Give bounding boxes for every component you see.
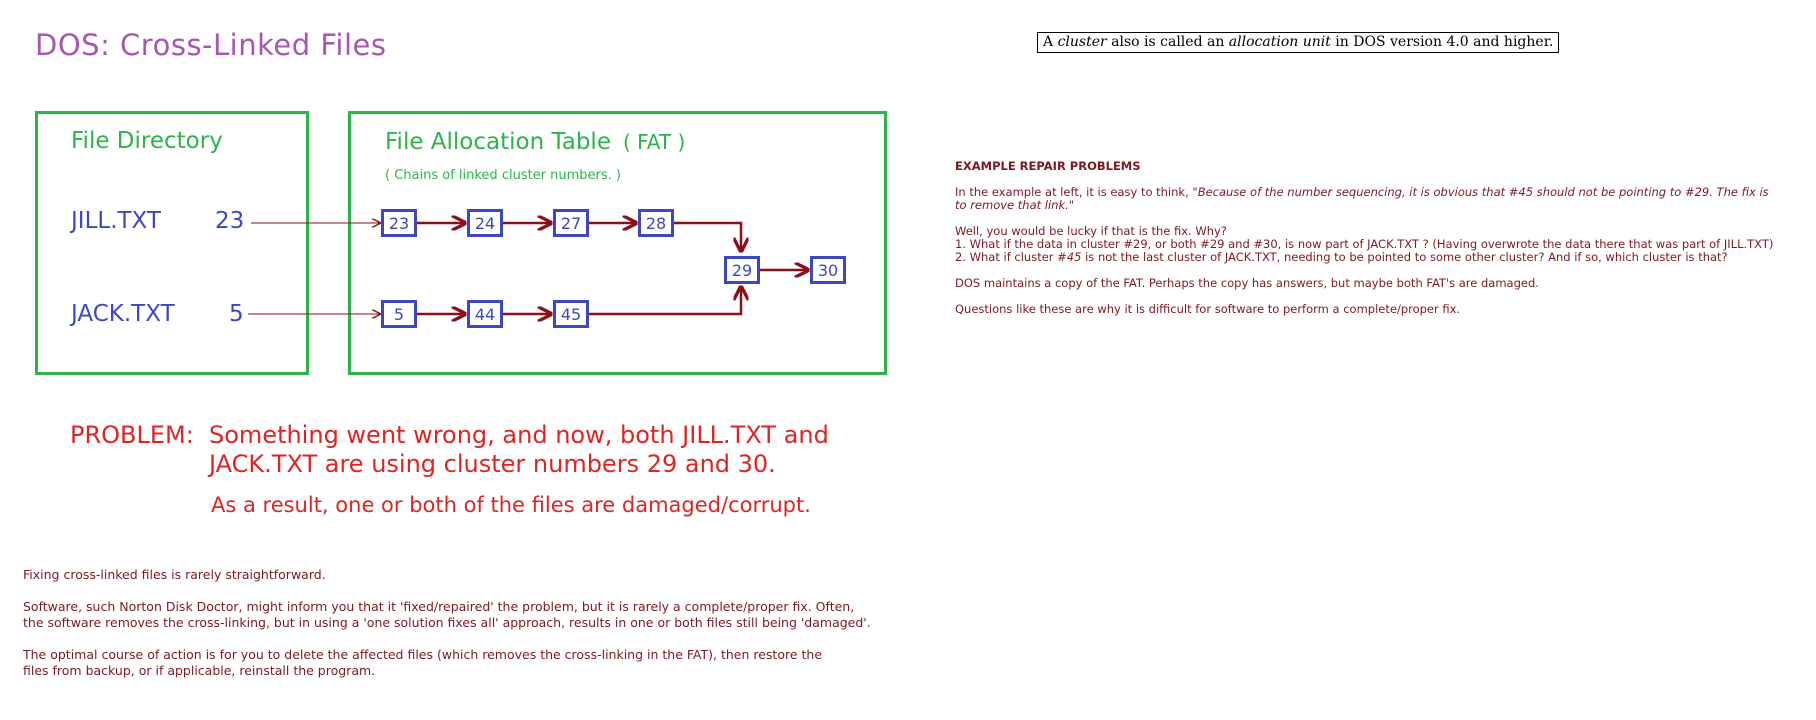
fix-paragraph-2: Software, such Norton Disk Doctor, might…: [23, 599, 943, 631]
page-title: DOS: Cross-Linked Files: [35, 28, 387, 62]
fat-title: File Allocation Table ( FAT ): [385, 129, 685, 155]
directory-file-jill-name: JILL.TXT: [71, 208, 161, 234]
examples-p2-line-2-italic: #45: [1057, 250, 1082, 264]
fat-subtitle: ( Chains of linked cluster numbers. ): [385, 168, 622, 183]
examples-p1-italic-a: Because of the number sequencing, it is …: [1197, 185, 1769, 199]
directory-file-jack-name: JACK.TXT: [71, 301, 175, 327]
examples-paragraph-1: In the example at left, it is easy to th…: [955, 186, 1800, 212]
cluster-28: 28: [638, 209, 674, 237]
examples-p1-prefix: In the example at left, it is easy to th…: [955, 185, 1198, 199]
note-suffix: in DOS version 4.0 and higher.: [1330, 34, 1554, 50]
note-middle: also is called an: [1106, 34, 1229, 50]
examples-paragraph-3: DOS maintains a copy of the FAT. Perhaps…: [955, 276, 1539, 290]
fix-paragraph-2-line-1: Software, such Norton Disk Doctor, might…: [23, 599, 855, 614]
problem-result: As a result, one or both of the files ar…: [211, 493, 811, 517]
examples-p2-line-2-suffix: is not the last cluster of JACK.TXT, nee…: [1081, 250, 1728, 264]
fix-paragraph-1: Fixing cross-linked files is rarely stra…: [23, 567, 326, 582]
examples-p2-line-0: Well, you would be lucky if that is the …: [955, 224, 1227, 238]
cluster-29: 29: [724, 256, 760, 284]
examples-p2-line-2-prefix: 2. What if cluster: [955, 250, 1058, 264]
example-repair-problems: EXAMPLE REPAIR PROBLEMS In the example a…: [955, 160, 1800, 329]
examples-heading: EXAMPLE REPAIR PROBLEMS: [955, 159, 1141, 173]
examples-paragraph-2: Well, you would be lucky if that is the …: [955, 225, 1800, 264]
fat-title-abbr: ( FAT ): [622, 130, 686, 154]
cluster-24: 24: [467, 209, 503, 237]
fix-paragraph-3: The optimal course of action is for you …: [23, 647, 943, 679]
fix-explanation: Fixing cross-linked files is rarely stra…: [23, 567, 943, 695]
examples-paragraph-4: Questions like these are why it is diffi…: [955, 302, 1461, 316]
problem-label: PROBLEM:: [70, 421, 194, 449]
fix-paragraph-3-line-1: The optimal course of action is for you …: [23, 647, 823, 662]
problem-line-2: JACK.TXT are using cluster numbers 29 an…: [209, 450, 776, 478]
file-directory-title: File Directory: [71, 128, 223, 154]
examples-p1-suffix: ": [1068, 198, 1075, 212]
cluster-45: 45: [553, 300, 589, 328]
examples-p2-line-1: 1. What if the data in cluster #29, or b…: [955, 237, 1774, 251]
cluster-5: 5: [381, 300, 417, 328]
fat-title-text: File Allocation Table: [385, 129, 611, 155]
cluster-definition-note: A cluster also is called an allocation u…: [1037, 32, 1560, 53]
note-term-cluster: cluster: [1057, 34, 1107, 50]
problem-line-1: Something went wrong, and now, both JILL…: [209, 421, 829, 449]
note-term-allocation-unit: allocation unit: [1228, 34, 1331, 50]
cluster-23: 23: [381, 209, 417, 237]
fix-paragraph-2-line-2: the software removes the cross-linking, …: [23, 615, 871, 630]
fat-panel: [348, 111, 887, 375]
fix-paragraph-3-line-2: files from backup, or if applicable, rei…: [23, 663, 376, 678]
file-directory-panel: [35, 111, 309, 375]
cluster-27: 27: [553, 209, 589, 237]
note-prefix: A: [1043, 34, 1058, 50]
directory-file-jack-start: 5: [229, 301, 244, 327]
cluster-44: 44: [467, 300, 503, 328]
examples-p1-italic-b: to remove that link.: [955, 198, 1069, 212]
cluster-30: 30: [810, 256, 846, 284]
directory-file-jill-start: 23: [215, 208, 245, 234]
